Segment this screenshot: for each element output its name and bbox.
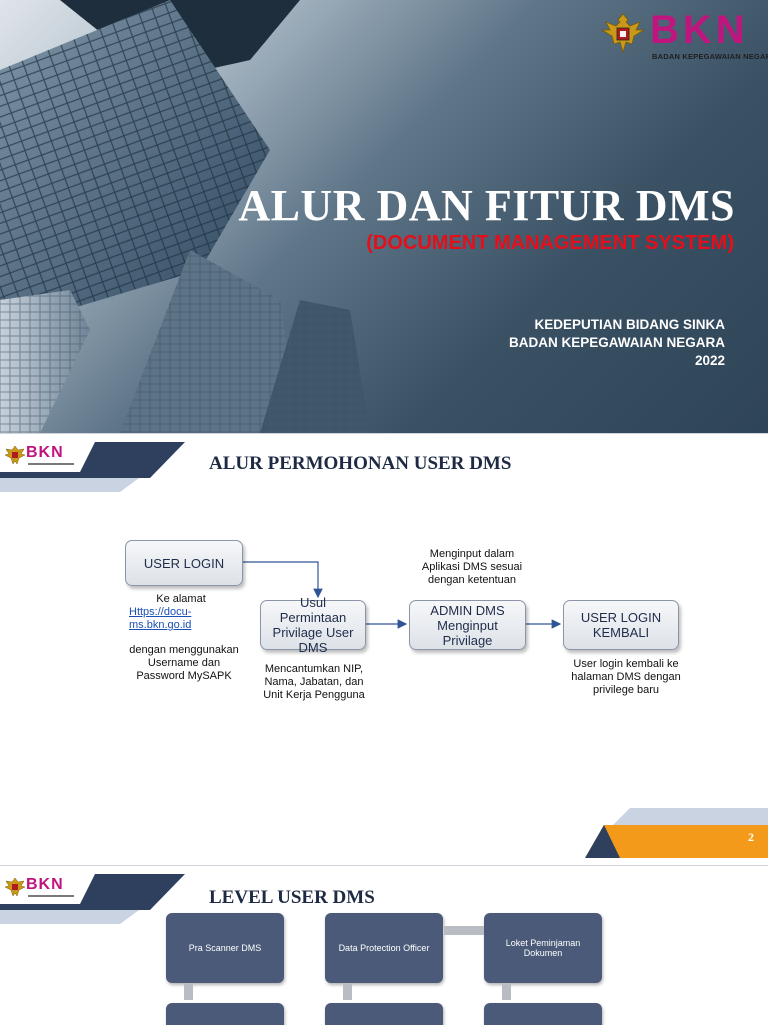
page-number: 2 (748, 830, 754, 844)
level-box-loket: Loket Peminjaman Dokumen (484, 913, 602, 983)
title-slide: BKN BADAN KEPEGAWAIAN NEGARA ALUR DAN FI… (0, 0, 768, 433)
bkn-wordmark: BKN (26, 444, 64, 461)
garuda-emblem-icon (600, 13, 646, 54)
level-box-pra-scanner: Pra Scanner DMS (166, 913, 284, 983)
connector-bar (502, 984, 511, 1000)
flow-slide: BKN ALUR PERMOHONAN USER DMS USER LOGIN … (0, 433, 768, 866)
connector-bar (184, 984, 193, 1000)
level-box-lower (484, 1003, 602, 1025)
org-line: BADAN KEPEGAWAIAN NEGARA (508, 335, 725, 350)
bkn-logo: BKN BADAN KEPEGAWAIAN NEGARA (598, 6, 768, 64)
note-menginput: Menginput dalam Aplikasi DMS sesuai deng… (421, 548, 523, 586)
presentation-title: ALUR DAN FITUR DMS (238, 181, 735, 230)
admin-dms-box: ADMIN DMS Menginput Privilage (409, 600, 526, 650)
bkn-wordmark: BKN (26, 876, 64, 893)
dms-url-link[interactable]: Https://docu-ms.bkn.go.id (129, 606, 192, 631)
user-login-box: USER LOGIN (125, 540, 243, 586)
presentation-subtitle: (DOCUMENT MANAGEMENT SYSTEM) (366, 232, 734, 254)
org-year: 2022 (694, 353, 725, 368)
skyscraper-background (0, 0, 370, 433)
bkn-small-logo: BKN (4, 444, 84, 472)
note-credentials: dengan menggunakan Username dan Password… (129, 644, 239, 682)
garuda-emblem-icon (4, 445, 26, 465)
bkn-subtitle: BADAN KEPEGAWAIAN NEGARA (652, 52, 768, 61)
garuda-emblem-icon (4, 877, 26, 897)
org-line: KEDEPUTIAN BIDANG SINKA (534, 317, 725, 332)
connector-bar (343, 984, 352, 1000)
slide-title: LEVEL USER DMS (209, 887, 375, 908)
note-ke-alamat: Ke alamat (156, 593, 206, 605)
logo-underline (28, 463, 74, 465)
level-box-lower (166, 1003, 284, 1025)
usul-permintaan-box: Usul Permintaan Privilage User DMS (260, 595, 366, 655)
bkn-wordmark: BKN (650, 8, 749, 52)
logo-underline (28, 895, 74, 897)
organization-block: KEDEPUTIAN BIDANG SINKA BADAN KEPEGAWAIA… (509, 316, 725, 370)
note-login-kembali: User login kembali ke halaman DMS dengan… (571, 658, 681, 696)
bkn-small-logo: BKN (4, 876, 84, 904)
user-login-kembali-box: USER LOGIN KEMBALI (563, 600, 679, 650)
level-slide: BKN LEVEL USER DMS Pra Scanner DMS Data … (0, 865, 768, 1025)
note-mencantumkan: Mencantumkan NIP, Nama, Jabatan, dan Uni… (263, 663, 365, 701)
connector-bar (444, 926, 484, 935)
flow-connectors (243, 561, 562, 629)
level-box-lower (325, 1003, 443, 1025)
level-box-dpo: Data Protection Officer (325, 913, 443, 983)
slide-title: ALUR PERMOHONAN USER DMS (209, 453, 512, 474)
footer-banner (585, 808, 768, 858)
